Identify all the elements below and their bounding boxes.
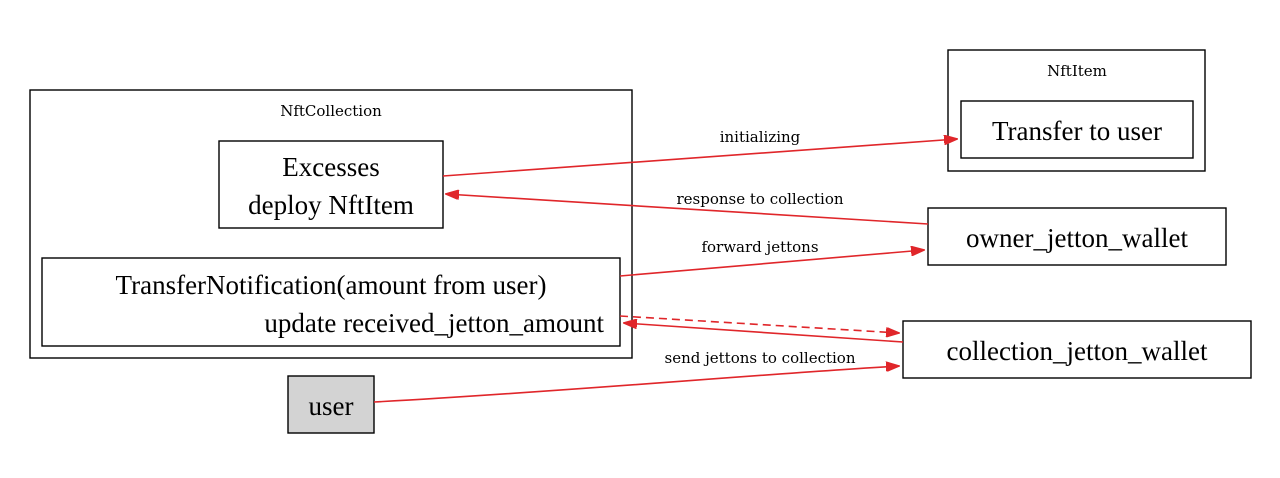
edge-forward-jettons-label: forward jettons <box>701 238 818 256</box>
edge-send-jettons: send jettons to collection <box>373 349 899 403</box>
edge-response-to-collection-label: response to collection <box>676 190 843 208</box>
owner-jetton-wallet-node: owner_jetton_wallet <box>927 207 1227 266</box>
edge-forward-jettons: forward jettons <box>619 238 924 277</box>
user-node: user <box>287 375 375 434</box>
transfer-notification-line-1: TransferNotification(amount from user) <box>116 270 547 300</box>
nft-collection-cluster: NftCollection <box>29 89 633 359</box>
transfer-notification-node: TransferNotification(amount from user) u… <box>41 257 621 347</box>
collection-jetton-wallet-node: collection_jetton_wallet <box>902 320 1252 379</box>
edge-send-jettons-label: send jettons to collection <box>665 349 856 367</box>
nft-item-cluster: NftItem <box>947 49 1206 172</box>
nft-item-cluster-label: NftItem <box>1047 62 1107 80</box>
edge-dashed-to-collection-wallet <box>619 315 899 333</box>
edge-response-to-collection: response to collection <box>446 190 929 225</box>
nft-collection-cluster-label: NftCollection <box>280 102 382 120</box>
edge-initializing-label: initializing <box>720 128 801 146</box>
edge-collection-wallet-to-notification <box>624 323 904 343</box>
excesses-node: Excesses deploy NftItem <box>218 140 444 229</box>
excesses-node-line-1: Excesses <box>282 152 379 182</box>
transfer-notification-line-2: update received_jetton_amount <box>264 308 604 338</box>
collection-jetton-wallet-label: collection_jetton_wallet <box>947 336 1208 366</box>
excesses-node-line-2: deploy NftItem <box>248 190 414 220</box>
owner-jetton-wallet-label: owner_jetton_wallet <box>966 223 1188 253</box>
user-label: user <box>309 391 354 421</box>
edge-initializing: initializing <box>442 128 957 177</box>
transfer-to-user-label: Transfer to user <box>992 116 1162 146</box>
transfer-to-user-node: Transfer to user <box>960 100 1194 159</box>
